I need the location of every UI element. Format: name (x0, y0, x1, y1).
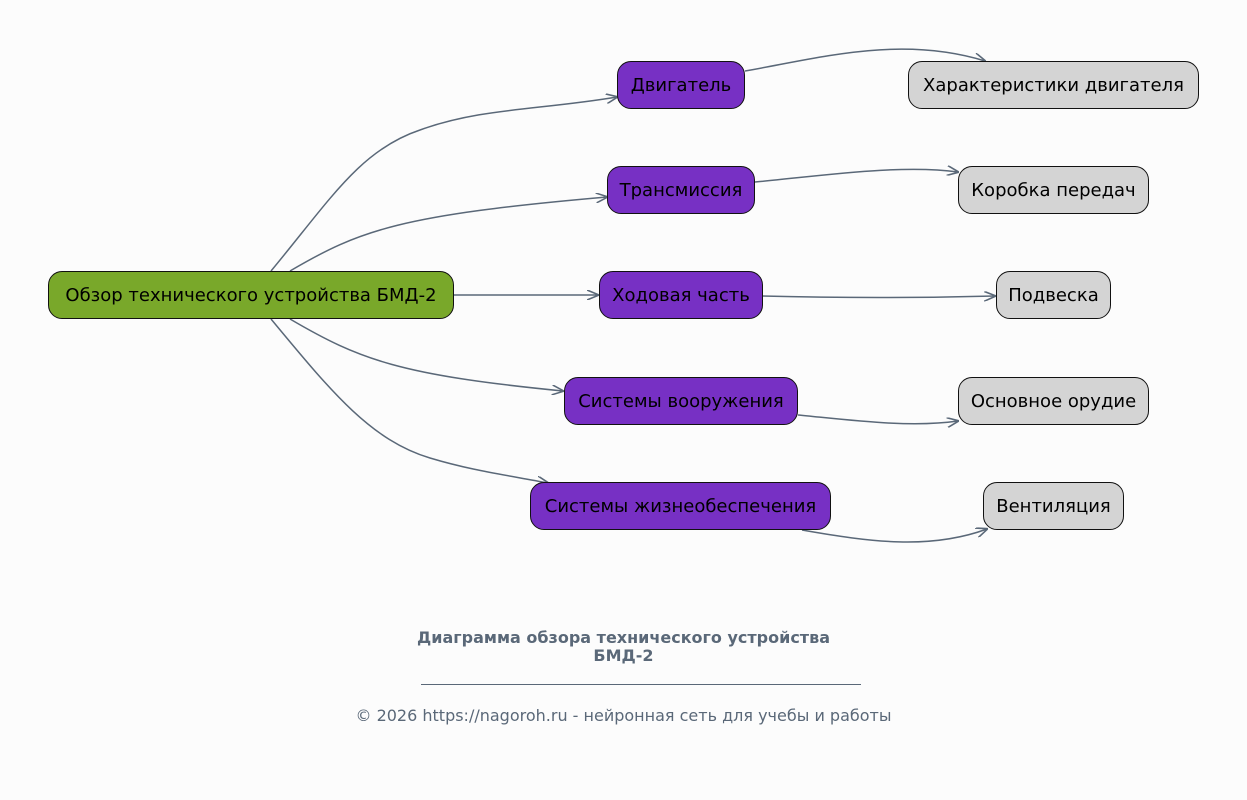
root-node: Обзор технического устройства БМД-2 (48, 271, 454, 319)
branch-node-transmission: Трансмиссия (607, 166, 755, 214)
leaf-node-main-gun: Основное орудие (958, 377, 1149, 425)
diagram-caption: Диаграмма обзора технического устройства… (0, 629, 1247, 665)
leaf-node-engine-characteristics: Характеристики двигателя (908, 61, 1199, 109)
leaf-node-label: Вентиляция (996, 495, 1111, 517)
caption-line-1: Диаграмма обзора технического устройства (417, 628, 830, 647)
leaf-node-suspension: Подвеска (996, 271, 1111, 319)
leaf-node-label: Характеристики двигателя (923, 74, 1184, 96)
edge-root-lifesupport (270, 318, 548, 483)
leaf-node-label: Подвеска (1008, 284, 1099, 306)
edge-transmission-gearbox (754, 169, 958, 183)
edge-weapons-gun (797, 414, 958, 424)
footer-copyright: © 2026 https://nagoroh.ru - нейронная се… (355, 706, 892, 725)
root-node-label: Обзор технического устройства БМД-2 (65, 284, 437, 306)
leaf-node-ventilation: Вентиляция (983, 482, 1124, 530)
branch-node-weapons: Системы вооружения (564, 377, 798, 425)
branch-node-label: Трансмиссия (619, 179, 743, 201)
edge-engine-characteristics (744, 48, 985, 72)
branch-node-life-support: Системы жизнеобеспечения (530, 482, 831, 530)
edge-chassis-suspension (761, 296, 995, 298)
branch-node-label: Системы вооружения (578, 390, 784, 412)
leaf-node-label: Основное орудие (970, 390, 1137, 412)
leaf-node-label: Коробка передач (971, 179, 1136, 201)
branch-node-label: Двигатель (630, 74, 732, 96)
branch-node-label: Системы жизнеобеспечения (544, 495, 817, 517)
branch-node-label: Ходовая часть (612, 284, 750, 306)
edge-root-weapons (289, 318, 563, 391)
branch-node-chassis: Ходовая часть (599, 271, 763, 319)
edge-root-transmission (289, 197, 607, 272)
caption-divider (421, 684, 861, 685)
caption-line-2: БМД-2 (593, 646, 654, 665)
edge-root-engine (270, 97, 617, 272)
branch-node-engine: Двигатель (617, 61, 745, 109)
leaf-node-gearbox: Коробка передач (958, 166, 1149, 214)
edge-lifesupport-ventilation (801, 529, 987, 543)
